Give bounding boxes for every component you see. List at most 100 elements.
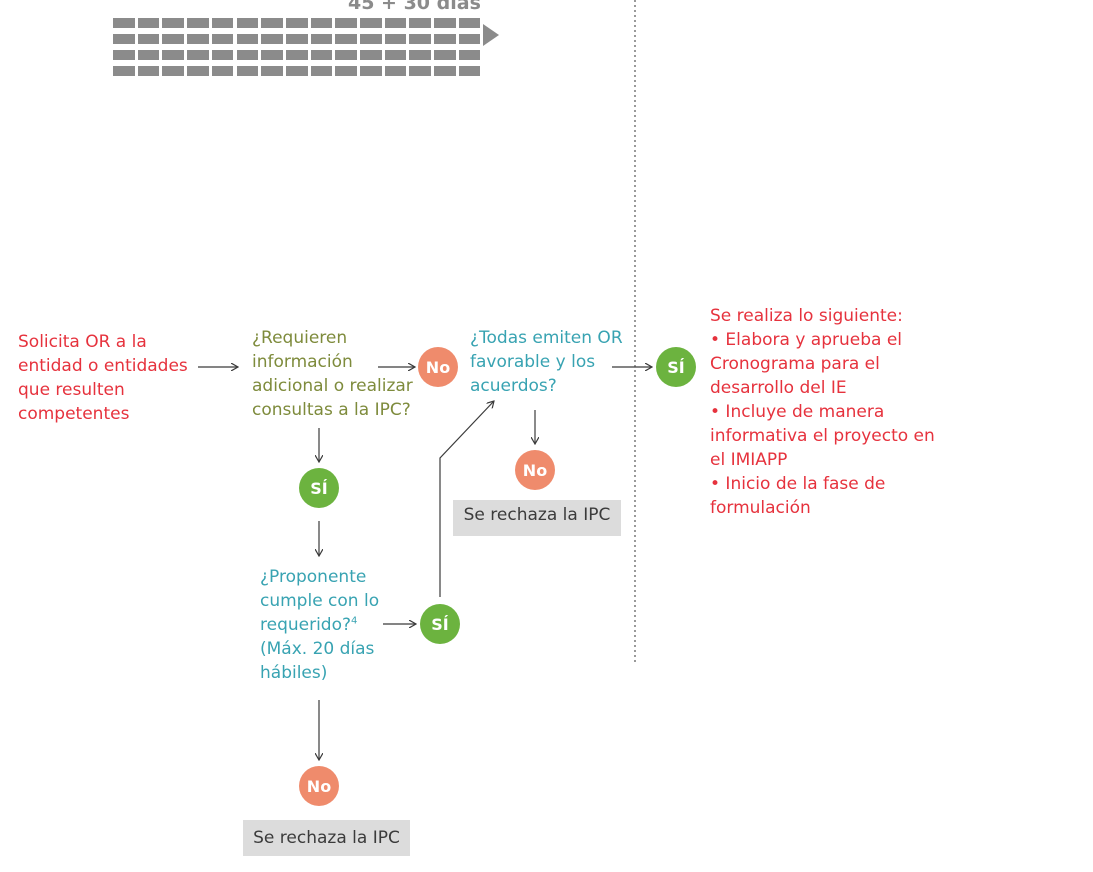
node-solicita-line: Solicita OR a la [18,332,147,352]
timeline-block [236,34,259,44]
timeline-label: 45 + 30 días [348,0,481,14]
timeline-block [384,50,407,60]
timeline-block [187,18,209,28]
timeline-block [285,18,308,28]
node-todas-line: acuerdos? [470,376,557,396]
timeline-block [310,50,333,60]
timeline-block [458,66,481,76]
timeline-block [409,66,432,76]
node-result-line: informativa el proyecto en [710,426,935,446]
node-proponente-line: cumple con lo [260,591,380,611]
timeline-block [434,66,456,76]
timeline-block [360,66,382,76]
timeline-block [162,18,185,28]
no-badge: No [418,347,458,387]
timeline-block [335,66,357,76]
node-result-line: • Elabora y aprueba el [710,330,903,350]
node-proponente-line: ¿Proponente [260,567,367,587]
timeline-block [162,66,185,76]
timeline-block [335,18,357,28]
timeline-block [261,18,283,28]
node-proponente-line: (Máx. 20 días [260,639,375,659]
timeline-block [261,50,283,60]
no-badge: No [515,450,555,490]
timeline-block [310,34,333,44]
timeline-block [113,34,135,44]
node-proponente-text: requerido? [260,615,352,635]
timeline-block [285,66,308,76]
node-result-line: Cronograma para el [710,354,880,374]
timeline-block [137,18,160,28]
node-solicita-line: competentes [18,404,130,424]
node-solicita-line: entidad o entidades [18,356,188,376]
timeline-block [434,18,456,28]
node-requieren: ¿Requieren información adicional o reali… [252,326,413,422]
phase-divider [634,0,636,662]
timeline-block [137,50,160,60]
timeline-block [236,50,259,60]
timeline-block [360,50,382,60]
timeline-block [261,34,283,44]
arrow-si-to-todas [439,401,494,597]
timeline-block [458,18,481,28]
timeline-block [335,50,357,60]
node-solicita-line: que resulten [18,380,125,400]
timeline-block [360,18,382,28]
node-solicita: Solicita OR a la entidad o entidades que… [18,330,188,426]
timeline-block [162,34,185,44]
timeline-block [211,50,234,60]
timeline-block [360,34,382,44]
timeline-grid [113,18,485,82]
si-badge: SÍ [420,604,460,644]
timeline-block [458,34,481,44]
node-todas: ¿Todas emiten OR favorable y los acuerdo… [470,326,623,398]
node-result-line: formulación [710,498,811,518]
timeline-block [187,66,209,76]
timeline-block [137,66,160,76]
node-requieren-line: información [252,352,353,372]
node-result: Se realiza lo siguiente: • Elabora y apr… [710,304,935,520]
node-requieren-line: adicional o realizar [252,376,413,396]
timeline-block [409,34,432,44]
timeline-block [310,18,333,28]
si-badge: SÍ [656,347,696,387]
timeline-block [162,50,185,60]
timeline-block [187,34,209,44]
si-badge: SÍ [299,468,339,508]
timeline-arrowhead-icon [483,24,499,46]
node-requieren-line: ¿Requieren [252,328,348,348]
node-requieren-line: consultas a la IPC? [252,400,411,420]
timeline-block [409,50,432,60]
timeline-block [261,66,283,76]
timeline-block [285,50,308,60]
timeline-block [211,34,234,44]
node-proponente: ¿Proponente cumple con lo requerido?4 (M… [260,565,379,685]
node-result-line: el IMIAPP [710,450,788,470]
footnote-marker: 4 [351,615,358,627]
timeline-block [310,66,333,76]
timeline-block [409,18,432,28]
reject-box-bottom: Se rechaza la IPC [243,820,410,856]
timeline-bar [113,18,503,82]
node-result-line: Se realiza lo siguiente: [710,306,903,326]
no-badge: No [299,766,339,806]
timeline-block [187,50,209,60]
timeline-block [434,34,456,44]
node-proponente-line: requerido?4 [260,613,379,637]
timeline-block [211,18,234,28]
node-result-line: • Inicio de la fase de [710,474,886,494]
timeline-block [384,34,407,44]
node-result-line: desarrollo del IE [710,378,847,398]
timeline-block [335,34,357,44]
timeline-block [113,50,135,60]
node-proponente-line: hábiles) [260,663,328,683]
timeline-block [384,66,407,76]
timeline-block [211,66,234,76]
timeline-block [285,34,308,44]
node-todas-line: ¿Todas emiten OR [470,328,623,348]
node-todas-line: favorable y los [470,352,596,372]
timeline-block [458,50,481,60]
timeline-block [384,18,407,28]
timeline-block [434,50,456,60]
